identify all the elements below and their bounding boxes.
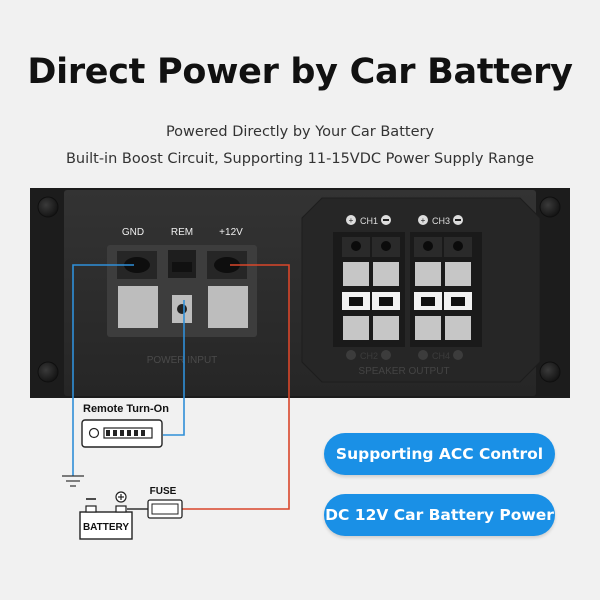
ch3-polarity: + CH3 [418, 215, 463, 226]
fuse-icon [147, 499, 183, 519]
ch2-label: CH2 [360, 351, 378, 361]
ch1-label: CH1 [360, 216, 378, 226]
svg-text:+: + [421, 216, 426, 225]
head-unit-icon [81, 419, 163, 448]
power-input-terminal [107, 245, 257, 337]
screw-icon [539, 196, 561, 218]
remote-wire [163, 300, 185, 436]
speaker-output-label: SPEAKER OUTPUT [358, 366, 449, 377]
plus-12v-label: +12V [219, 227, 243, 238]
acc-control-badge: Supporting ACC Control [324, 433, 555, 475]
svg-text:+: + [349, 216, 354, 225]
plus-icon [346, 215, 356, 225]
plus-icon [418, 350, 428, 360]
ch1-polarity: + CH1 [346, 215, 391, 226]
plus-icon [346, 350, 356, 360]
housing-screws [37, 196, 561, 383]
screw-icon [37, 196, 59, 218]
ch4-polarity: CH4 [418, 350, 463, 361]
subtitle-line-2: Built-in Boost Circuit, Supporting 11-15… [65, 151, 535, 167]
ch4-label: CH4 [432, 351, 450, 361]
page-title: Direct Power by Car Battery [27, 52, 573, 92]
speaker-output-terminals [342, 237, 472, 340]
ground-wire [62, 264, 134, 487]
plus-icon [418, 215, 428, 225]
minus-icon [381, 350, 391, 360]
ch2-polarity: CH2 [346, 350, 391, 361]
subtitle-line-1: Powered Directly by Your Car Battery [165, 124, 435, 140]
minus-icon [453, 350, 463, 360]
gnd-label: GND [122, 227, 144, 238]
fuse-label: FUSE [150, 486, 177, 497]
rem-label: REM [171, 227, 193, 238]
ch3-label: CH3 [432, 216, 450, 226]
battery-label: BATTERY [83, 522, 129, 533]
power-wire [127, 264, 290, 510]
power-input-label: POWER INPUT [147, 355, 218, 366]
dc12v-power-badge: DC 12V Car Battery Power [324, 494, 555, 536]
screw-icon [539, 361, 561, 383]
remote-turn-on-label: Remote Turn-On [83, 403, 169, 415]
battery-icon [79, 491, 133, 540]
screw-icon [37, 361, 59, 383]
